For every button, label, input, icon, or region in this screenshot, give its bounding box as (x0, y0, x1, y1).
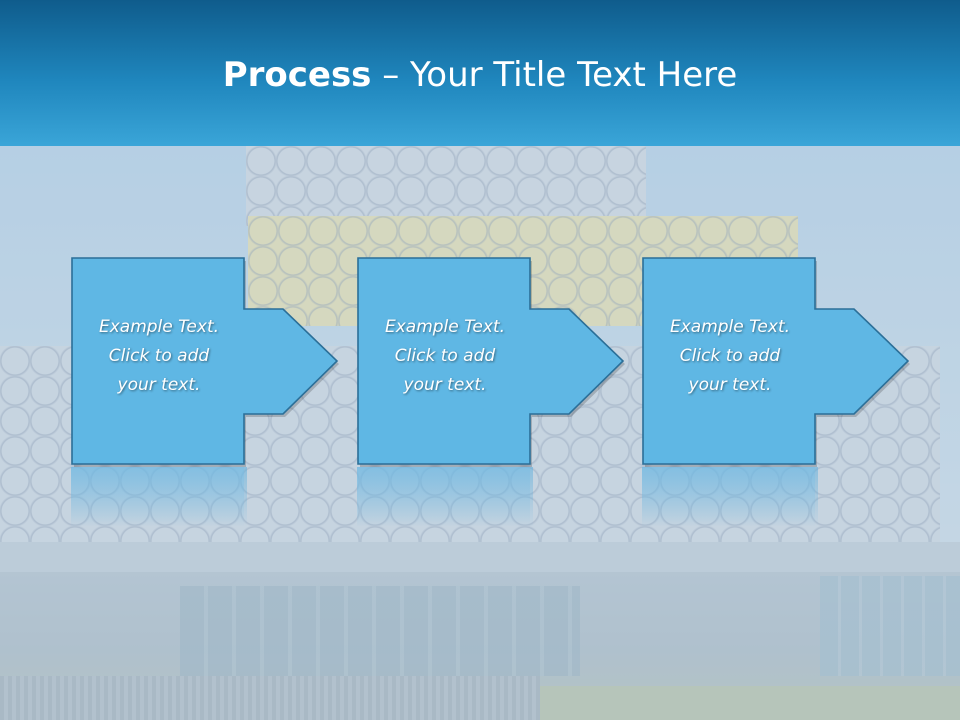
glass-facade-right (820, 576, 960, 676)
process-step-3[interactable]: Example Text. Click to add your text. (642, 257, 910, 467)
step-text-line: Click to add (108, 346, 210, 366)
step-text-line: Example Text. (98, 317, 220, 337)
arrow-box-fill (71, 257, 339, 465)
step-reflection (71, 467, 247, 527)
reflection-shaft (357, 467, 530, 527)
step-text: Example Text. Click to add your text. (642, 313, 818, 400)
title-bar: Process – Your Title Text Here (0, 0, 960, 146)
title-rest: – Your Title Text Here (371, 55, 738, 95)
slide-title[interactable]: Process – Your Title Text Here (0, 54, 960, 96)
plaza-railing (0, 676, 540, 720)
step-text: Example Text. Click to add your text. (357, 313, 533, 400)
arrow-box-shape (642, 257, 910, 467)
reflection-shaft (71, 467, 244, 527)
building-top-tier (246, 146, 646, 226)
step-text-line: your text. (688, 375, 772, 395)
process-step-2[interactable]: Example Text. Click to add your text. (357, 257, 625, 467)
lawn (540, 686, 960, 720)
step-text-line: Click to add (679, 346, 781, 366)
reflection-shaft (642, 467, 815, 527)
step-reflection (357, 467, 533, 527)
arrow-box-shape (71, 257, 339, 467)
step-text-line: Example Text. (669, 317, 791, 337)
step-text: Example Text. Click to add your text. (71, 313, 247, 400)
step-text-line: Example Text. (384, 317, 506, 337)
arrow-box-shape (357, 257, 625, 467)
step-reflection (642, 467, 818, 527)
step-text-line: your text. (117, 375, 201, 395)
arrow-box-fill (357, 257, 625, 465)
process-step-1[interactable]: Example Text. Click to add your text. (71, 257, 339, 467)
building-canopy (0, 542, 960, 572)
glass-facade-left (180, 586, 580, 676)
title-bold: Process (222, 55, 372, 95)
step-text-line: your text. (403, 375, 487, 395)
step-text-line: Click to add (394, 346, 496, 366)
arrow-box-fill (642, 257, 910, 465)
